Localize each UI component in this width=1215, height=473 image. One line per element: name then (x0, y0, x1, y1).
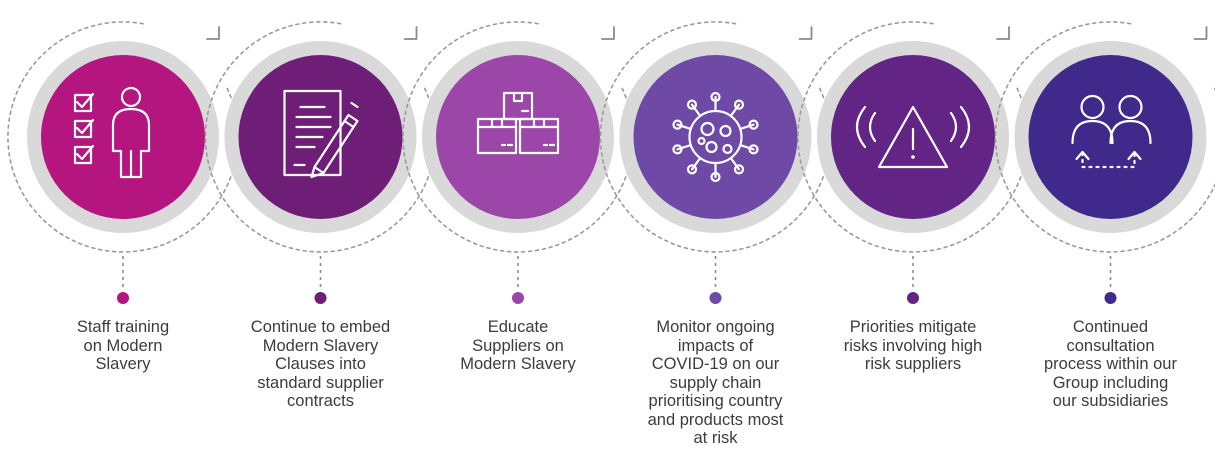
step-label-line: standard supplier (257, 373, 384, 392)
step-label-line: supply chain (669, 373, 762, 392)
step-label-line: Clauses into (275, 355, 366, 373)
step-dot (512, 292, 524, 304)
step-label-line: Monitor ongoing (656, 318, 775, 336)
step-label-line: Staff training (76, 318, 170, 336)
step-label-line: Priorities mitigate (849, 318, 977, 336)
step-label-line: risk suppliers (864, 355, 962, 373)
step-dot (1104, 292, 1117, 304)
step-label-line: Suppliers on (472, 336, 564, 355)
virus-icon (672, 91, 759, 183)
step-label-line: consultation (1066, 336, 1155, 355)
step-circle (633, 55, 798, 219)
step-dot (907, 292, 919, 304)
step-label-line: Continued (1072, 318, 1149, 336)
step-label-line: Educate (487, 318, 549, 336)
step-label-line: contracts (287, 392, 354, 410)
document-pen-icon (283, 89, 359, 179)
people-exchange-icon (1071, 94, 1152, 169)
step-dot (709, 292, 722, 304)
step-label-line: our subsidiaries (1052, 392, 1169, 410)
step-label-line: process within our (1044, 355, 1177, 373)
step-label-line: and products most (647, 410, 784, 429)
step-label-line: risks involving high (843, 336, 983, 355)
step-label-line: Group including (1052, 373, 1169, 392)
step-label-line: Continue to embed (250, 318, 391, 336)
arrow-corner-icon (206, 26, 220, 40)
step-circle (41, 55, 205, 219)
step-label-line: Slavery (95, 355, 151, 373)
step-label-line: Modern Slavery (460, 355, 576, 373)
checklist-person-icon (73, 86, 151, 179)
step-circle (436, 55, 600, 219)
arrow-corner-icon (1193, 26, 1208, 40)
arrow-corner-icon (601, 26, 615, 40)
step-label-line: prioritising country (648, 392, 783, 410)
step-label-line: COVID-19 on our (651, 355, 780, 373)
warning-signal-icon (855, 105, 971, 169)
step-dot (117, 292, 129, 304)
arrow-corner-icon (403, 26, 418, 40)
arrow-corner-icon (798, 26, 813, 40)
step-label-line: at risk (693, 429, 738, 447)
boxes-icon (476, 91, 560, 155)
step-label-line: Modern Slavery (262, 336, 379, 355)
step-label-line: impacts of (677, 336, 754, 355)
arrow-corner-icon (996, 26, 1010, 40)
step-label-line: on Modern (83, 336, 163, 355)
step-dot (314, 292, 327, 304)
